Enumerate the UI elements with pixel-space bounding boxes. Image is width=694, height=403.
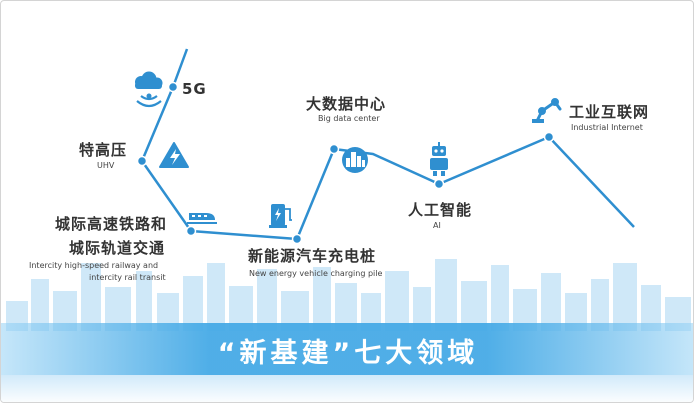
label-bigdata-en: Big data center	[318, 114, 380, 123]
node-dot-ai	[433, 178, 445, 190]
label-charging-cn: 新能源汽车充电桩	[248, 247, 377, 265]
node-dot-bigdata	[328, 143, 340, 155]
label-ai-en: AI	[433, 221, 441, 230]
label-rail-en-line2: intercity rail transit	[89, 273, 166, 282]
node-dot-charging	[291, 233, 303, 245]
node-dot-iiot	[543, 131, 555, 143]
city-building-icon	[342, 147, 368, 173]
label-iiot-en: Industrial Internet	[571, 123, 643, 132]
banner-title: “新基建”七大领域	[217, 338, 479, 369]
label-uhv-cn: 特高压	[79, 141, 128, 159]
bottom-fade	[1, 375, 693, 402]
charging-pile-icon	[269, 204, 292, 228]
label-iiot-cn: 工业互联网	[569, 103, 650, 121]
route-line	[140, 48, 635, 241]
title-banner	[1, 323, 693, 375]
label-uhv-en: UHV	[97, 161, 115, 170]
label-bigdata-cn: 大数据中心	[306, 95, 387, 113]
lightning-triangle-icon	[159, 142, 189, 168]
cloud-signal-icon	[135, 71, 163, 108]
node-dot-5g	[167, 81, 179, 93]
label-charging-en: New energy vehicle charging pile	[249, 269, 383, 278]
robot-icon	[430, 142, 448, 176]
robot-arm-icon	[532, 98, 562, 123]
label-rail-cn-line1: 城际高速铁路和	[55, 215, 168, 233]
label-ai-cn: 人工智能	[408, 201, 473, 219]
node-dot-uhv	[136, 155, 148, 167]
label-rail-en-line1: Intercity high-speed railway and	[29, 261, 159, 270]
label-5g: 5G	[182, 80, 207, 98]
label-rail-cn-line2: 城际轨道交通	[69, 239, 166, 257]
train-icon	[187, 213, 217, 224]
node-dot-rail	[185, 225, 197, 237]
